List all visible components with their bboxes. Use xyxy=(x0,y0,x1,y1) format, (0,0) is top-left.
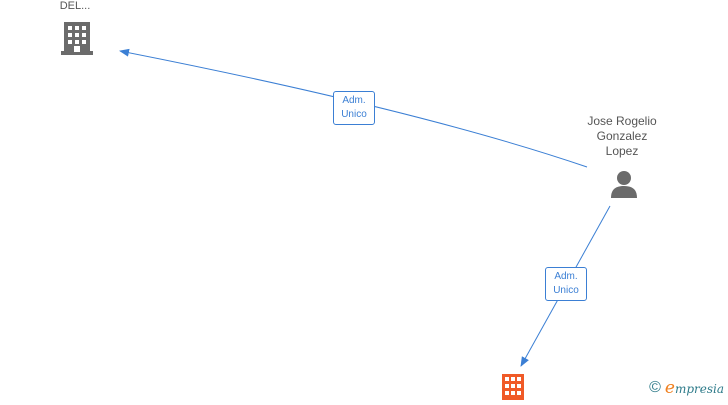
empresia-watermark: © empresia xyxy=(649,378,724,398)
edge-label-line-2: Unico xyxy=(341,109,367,120)
person-label-line-1: Jose Rogelio xyxy=(587,114,657,128)
building-icon[interactable] xyxy=(501,374,525,405)
brand-initial: e xyxy=(664,378,675,398)
building-icon[interactable] xyxy=(60,20,94,61)
edge-person-to-top-company xyxy=(119,48,588,168)
edge-label-line-2: Unico xyxy=(553,285,579,296)
person-label-line-2: Gonzalez xyxy=(596,129,648,143)
copyright-icon: © xyxy=(649,379,661,396)
person-label[interactable]: Jose Rogelio Gonzalez Lopez xyxy=(572,114,672,159)
person-label-line-3: Lopez xyxy=(605,144,639,158)
brand-logo: empresia xyxy=(665,378,724,398)
edge-label-line-1: Adm. xyxy=(554,271,578,282)
top-company-label[interactable]: DEL... xyxy=(59,0,91,12)
edge-label-line-1: Adm. xyxy=(342,95,366,106)
edge-label-adm-unico[interactable]: Adm. Unico xyxy=(333,91,375,125)
brand-word: mpresia xyxy=(674,382,724,396)
edge-label-adm-unico[interactable]: Adm. Unico xyxy=(545,267,587,301)
person-icon[interactable] xyxy=(609,169,639,204)
